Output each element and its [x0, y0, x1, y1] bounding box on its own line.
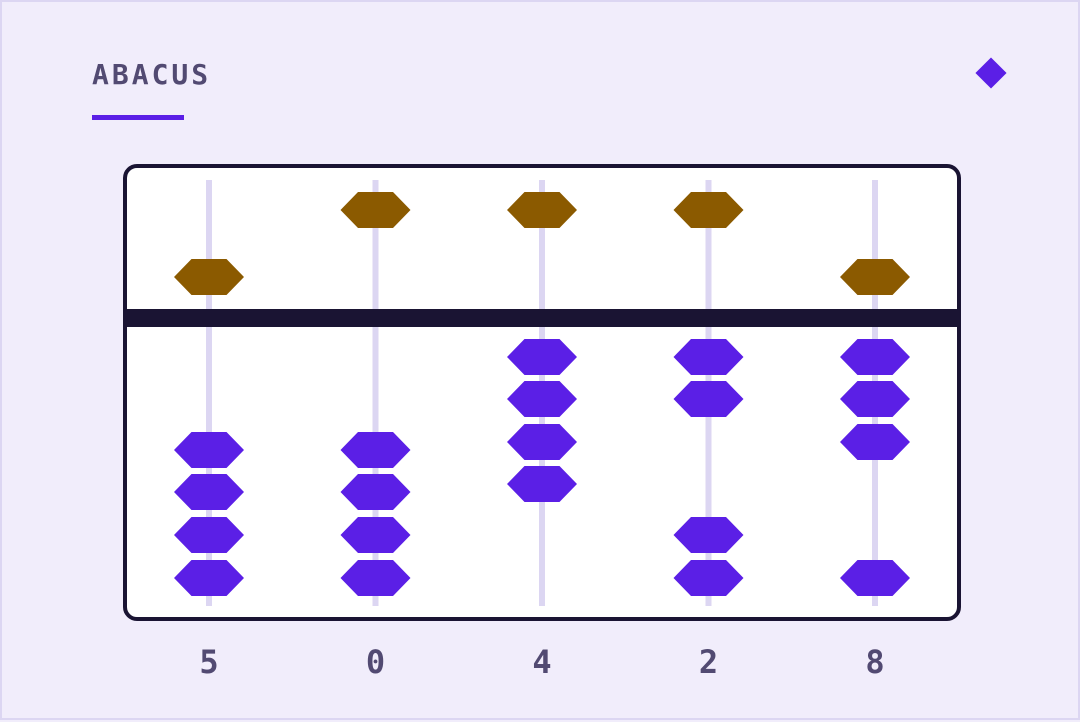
- heaven-bead[interactable]: [174, 259, 244, 295]
- earth-bead[interactable]: [174, 560, 244, 596]
- heaven-bead[interactable]: [340, 192, 411, 228]
- digit-label: 8: [865, 643, 885, 681]
- earth-bead[interactable]: [840, 424, 910, 460]
- earth-bead[interactable]: [507, 381, 577, 417]
- earth-bead[interactable]: [340, 517, 411, 553]
- heaven-bead[interactable]: [673, 192, 744, 228]
- abacus-beam: [125, 309, 959, 327]
- earth-bead[interactable]: [174, 517, 244, 553]
- earth-bead[interactable]: [673, 339, 744, 375]
- earth-bead[interactable]: [174, 432, 244, 468]
- earth-bead[interactable]: [507, 466, 577, 502]
- beads: [174, 192, 910, 596]
- heaven-bead[interactable]: [507, 192, 577, 228]
- digit-label: 4: [532, 643, 552, 681]
- earth-bead[interactable]: [340, 432, 411, 468]
- digit-label: 0: [365, 643, 386, 681]
- digit-label: 2: [698, 643, 719, 681]
- earth-bead[interactable]: [673, 517, 744, 553]
- earth-bead[interactable]: [840, 381, 910, 417]
- heaven-bead[interactable]: [840, 259, 910, 295]
- earth-bead[interactable]: [174, 474, 244, 510]
- page-title: ABACUS: [92, 58, 212, 91]
- earth-bead[interactable]: [507, 339, 577, 375]
- earth-bead[interactable]: [840, 339, 910, 375]
- earth-bead[interactable]: [673, 381, 744, 417]
- digit-label: 5: [199, 643, 219, 681]
- earth-bead[interactable]: [673, 560, 744, 596]
- earth-bead[interactable]: [340, 474, 411, 510]
- title-underline: [92, 115, 184, 120]
- earth-bead[interactable]: [840, 560, 910, 596]
- earth-bead[interactable]: [507, 424, 577, 460]
- earth-bead[interactable]: [340, 560, 411, 596]
